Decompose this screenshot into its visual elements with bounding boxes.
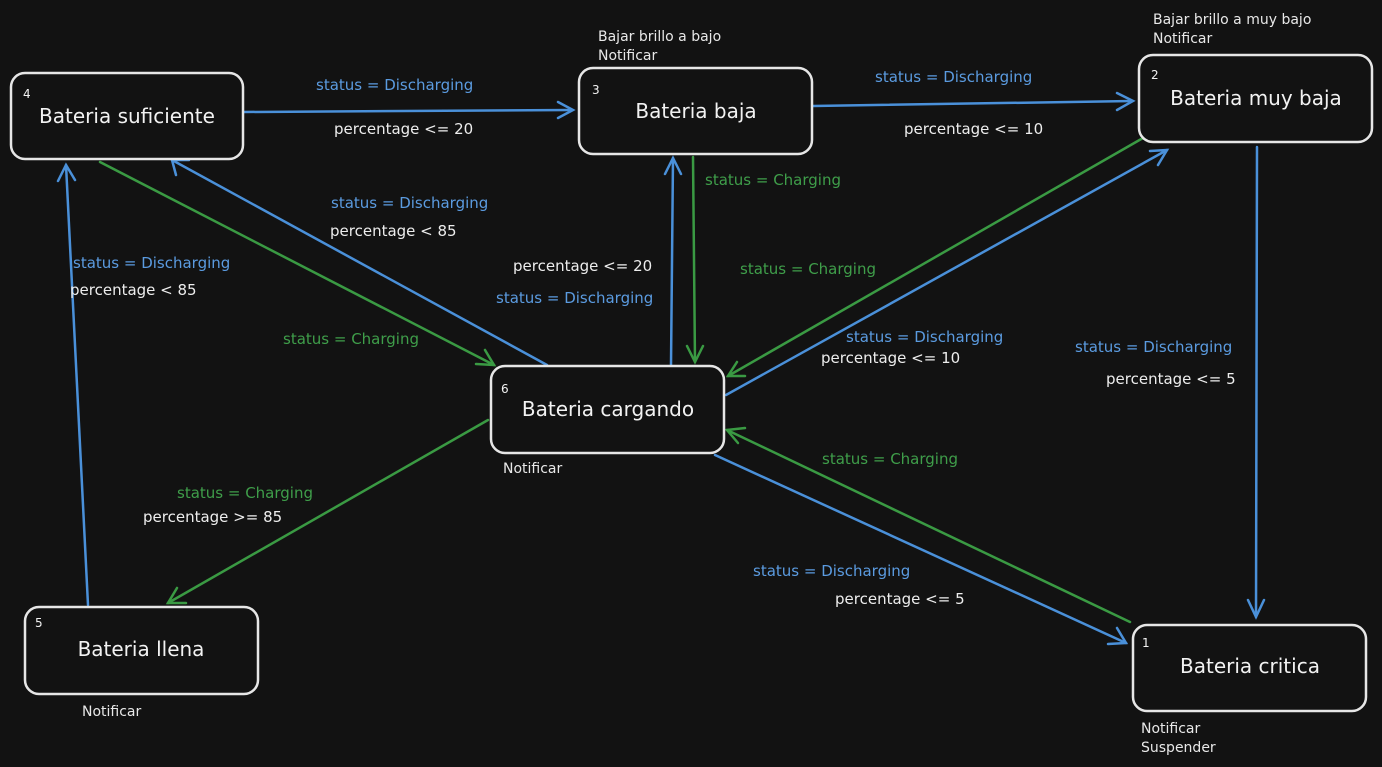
- label-baja-muy-cond: percentage <= 10: [904, 120, 1043, 138]
- label-baja-muy-status: status = Discharging: [875, 68, 1032, 86]
- note-baja-1: Bajar brillo a bajo: [598, 29, 721, 45]
- label-llena-suf-status: status = Discharging: [73, 254, 230, 272]
- node-bateria-critica[interactable]: 1 Bateria critica: [1131, 623, 1368, 713]
- node-title: Bateria cargando: [522, 397, 694, 421]
- label-suf-carg-status: status = Charging: [283, 330, 419, 348]
- label-carg-llena-status: status = Charging: [177, 484, 313, 502]
- label-muy-carg-status: status = Charging: [740, 260, 876, 278]
- edge-suficiente-to-baja: [242, 100, 576, 120]
- note-cargando-1: Notificar: [503, 461, 563, 477]
- edge-muy-baja-to-cargando: [725, 136, 1145, 378]
- node-bateria-cargando[interactable]: 6 Bateria cargando: [489, 364, 726, 455]
- label-muy-crit-cond: percentage <= 5: [1106, 370, 1236, 388]
- node-number: 5: [35, 616, 43, 630]
- node-bateria-baja[interactable]: 3 Bateria baja: [577, 66, 814, 156]
- node-title: Bateria suficiente: [39, 104, 215, 128]
- label-suf-baja-cond: percentage <= 20: [334, 120, 473, 138]
- edge-cargando-to-muy-baja: [724, 148, 1170, 397]
- node-number: 6: [501, 382, 509, 396]
- node-title: Bateria llena: [78, 637, 205, 661]
- note-muy-baja-1: Bajar brillo a muy bajo: [1153, 12, 1311, 28]
- label-muy-crit-status: status = Discharging: [1075, 338, 1232, 356]
- note-baja-2: Notificar: [598, 48, 658, 64]
- edge-cargando-to-llena: [165, 418, 490, 605]
- node-bateria-llena[interactable]: 5 Bateria llena: [23, 605, 260, 696]
- label-crit-carg-status: status = Charging: [822, 450, 958, 468]
- node-bateria-muy-baja[interactable]: 2 Bateria muy baja: [1137, 53, 1374, 144]
- node-number: 3: [592, 83, 600, 97]
- edge-critica-to-cargando: [724, 426, 1132, 624]
- label-carg-llena-cond: percentage >= 85: [143, 508, 282, 526]
- node-title: Bateria muy baja: [1170, 86, 1342, 110]
- node-number: 2: [1151, 68, 1159, 82]
- node-number: 4: [23, 87, 31, 101]
- note-llena-1: Notificar: [82, 704, 142, 720]
- label-carg-baja-cond: percentage <= 20: [513, 257, 652, 275]
- edge-cargando-to-baja: [663, 155, 683, 367]
- node-title: Bateria critica: [1180, 654, 1320, 678]
- node-bateria-suficiente[interactable]: 4 Bateria suficiente: [9, 71, 245, 161]
- note-critica-2: Suspender: [1141, 740, 1216, 756]
- label-carg-crit-status: status = Discharging: [753, 562, 910, 580]
- label-carg-muy-cond: percentage <= 10: [821, 349, 960, 367]
- label-carg-crit-cond: percentage <= 5: [835, 590, 965, 608]
- label-carg-baja-status: status = Discharging: [496, 289, 653, 307]
- label-carg-muy-status: status = Discharging: [846, 328, 1003, 346]
- edge-muy-baja-to-critica: [1246, 145, 1266, 620]
- label-llena-suf-cond: percentage < 85: [70, 281, 197, 299]
- note-muy-baja-2: Notificar: [1153, 31, 1213, 47]
- label-suf-baja-status: status = Discharging: [316, 76, 473, 94]
- edge-llena-to-suficiente: [56, 162, 90, 607]
- note-critica-1: Notificar: [1141, 721, 1201, 737]
- label-carg-suf-cond: percentage < 85: [330, 222, 457, 240]
- edge-baja-to-muy-baja: [811, 91, 1136, 112]
- edge-suficiente-to-cargando: [98, 160, 497, 367]
- node-number: 1: [1142, 636, 1150, 650]
- label-carg-suf-status: status = Discharging: [331, 194, 488, 212]
- edge-baja-to-cargando: [685, 155, 705, 365]
- label-baja-carg-status: status = Charging: [705, 171, 841, 189]
- edge-cargando-to-critica: [713, 453, 1129, 646]
- node-title: Bateria baja: [635, 99, 756, 123]
